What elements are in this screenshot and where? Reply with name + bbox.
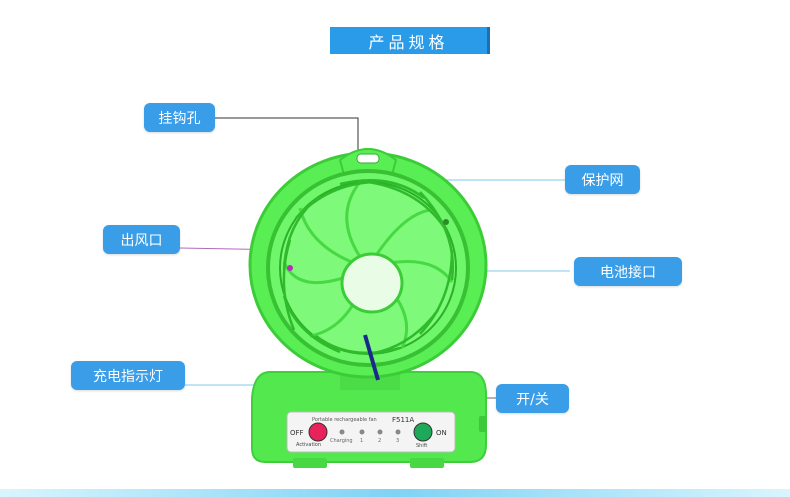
on-label: ON <box>436 429 447 437</box>
level-3-label: 3 <box>396 438 399 444</box>
level-2-label: 2 <box>378 438 381 444</box>
shift-label: Shift <box>416 443 427 449</box>
callout-port: 电池接口 <box>574 257 682 286</box>
panel-model: F511A <box>392 416 414 424</box>
callout-hook: 挂钩孔 <box>144 103 215 132</box>
callout-indicator: 充电指示灯 <box>71 361 185 390</box>
level-1-label: 1 <box>360 438 363 444</box>
activation-label: Activation <box>296 442 321 448</box>
section-title: 产品规格 <box>330 27 490 54</box>
bottom-divider <box>0 489 790 497</box>
callout-switch: 开/关 <box>496 384 569 413</box>
panel-brand: Portable rechargeable fan <box>312 417 377 423</box>
control-panel: Portable rechargeable fan F511A OFF Acti… <box>286 411 456 453</box>
callout-outlet: 出风口 <box>103 225 180 254</box>
callout-guard: 保护网 <box>565 165 640 194</box>
off-label: OFF <box>290 429 304 437</box>
charging-label: Charging <box>330 438 353 444</box>
